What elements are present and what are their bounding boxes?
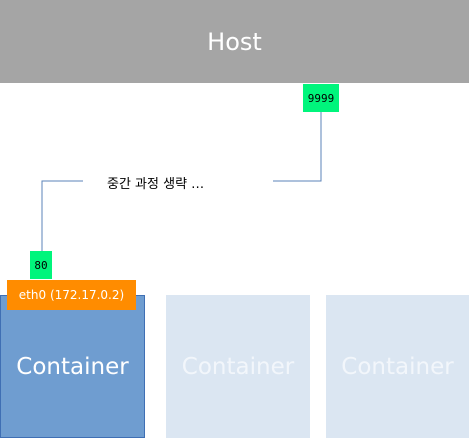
- host-box: Host: [0, 0, 469, 83]
- container-port-label: 80: [34, 258, 48, 272]
- container-box-faded: Container: [326, 295, 469, 438]
- interface-label: eth0 (172.17.0.2): [18, 288, 125, 302]
- container-box-active: Container: [0, 295, 145, 438]
- container-label: Container: [181, 353, 295, 380]
- connector-line-container: [41, 180, 83, 251]
- container-port-badge: 80: [30, 251, 52, 279]
- connector-line-host: [273, 112, 322, 182]
- omitted-steps-text: 중간 과정 생략 …: [107, 176, 205, 192]
- host-port-label: 9999: [307, 91, 335, 105]
- container-label: Container: [16, 353, 129, 380]
- host-port-badge: 9999: [303, 84, 339, 112]
- container-box-faded: Container: [166, 295, 310, 438]
- eth0-interface-badge: eth0 (172.17.0.2): [7, 280, 136, 310]
- container-label: Container: [341, 353, 454, 380]
- host-label: Host: [207, 27, 262, 56]
